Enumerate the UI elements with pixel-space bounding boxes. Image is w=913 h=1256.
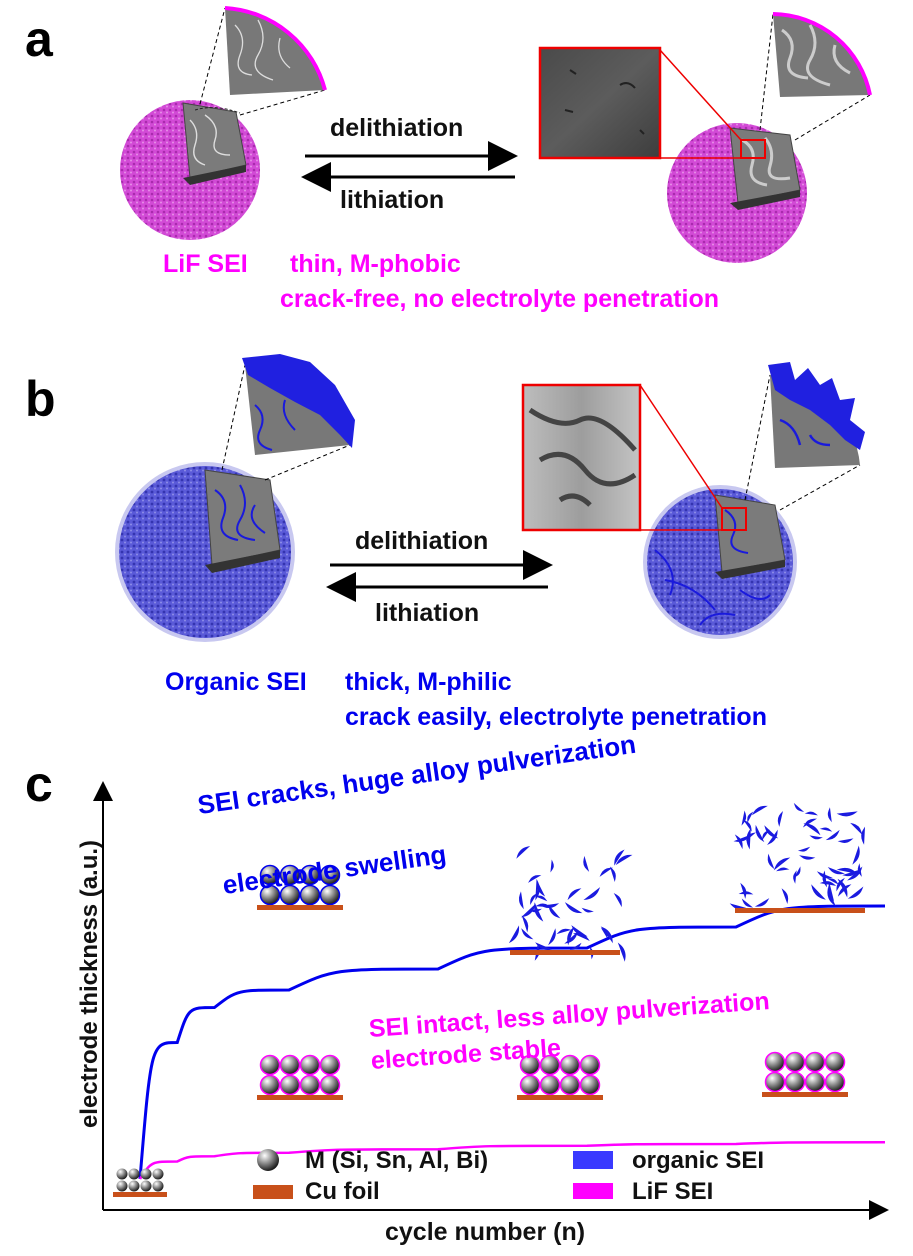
lif-desc-line2: crack-free, no electrolyte penetration xyxy=(280,285,720,313)
thickness-chart xyxy=(93,781,889,1220)
x-axis-label: cycle number (n) xyxy=(385,1218,586,1246)
lif-sei-label: LiF SEI xyxy=(163,250,248,278)
legend-m-particle-icon xyxy=(257,1149,279,1171)
panel-label-c: c xyxy=(25,756,53,812)
lif-particle-delithiated xyxy=(667,123,807,263)
legend-organic-sei-label: organic SEI xyxy=(632,1147,765,1174)
y-axis-label: electrode thickness (a.u.) xyxy=(76,839,103,1129)
sem-inset-a xyxy=(538,46,662,160)
panel-label-a: a xyxy=(25,11,53,67)
lif-zoom-wedge-left xyxy=(224,6,327,95)
lif-electrode-stack-1 xyxy=(257,1054,343,1100)
lif-particle-pristine xyxy=(120,100,260,240)
lithiation-label-a: lithiation xyxy=(340,186,445,214)
panel-a-diagram xyxy=(120,6,872,263)
delithiation-label-a: delithiation xyxy=(330,114,464,142)
lif-electrode-stack-3 xyxy=(762,1051,848,1097)
organic-electrode-stack-3 xyxy=(729,802,866,913)
organic-particle-delithiated xyxy=(643,485,797,639)
organic-particle-pristine xyxy=(115,462,295,642)
sem-inset-b xyxy=(521,383,642,532)
organic-electrode-stack-1 xyxy=(257,864,343,910)
legend-organic-sei-swatch xyxy=(573,1151,613,1169)
legend-lif-sei-swatch xyxy=(573,1183,613,1199)
organic-electrode-stack-2 xyxy=(508,845,633,962)
panel-b-diagram xyxy=(115,354,865,642)
legend-cu-foil-swatch xyxy=(253,1185,293,1199)
organic-desc-line1: thick, M-philic xyxy=(345,668,512,696)
organic-desc-line2: crack easily, electrolyte penetration xyxy=(345,703,767,731)
legend-lif-sei-label: LiF SEI xyxy=(632,1178,714,1205)
panel-label-b: b xyxy=(25,371,56,427)
organic-zoom-wedge-right xyxy=(768,362,865,468)
organic-zoom-wedge-left xyxy=(242,354,355,455)
lif-electrode-stack-2 xyxy=(517,1054,603,1100)
legend-m-particles-label: M (Si, Sn, Al, Bi) xyxy=(305,1147,489,1174)
legend-cu-foil-label: Cu foil xyxy=(305,1178,380,1205)
lif-zoom-wedge-right xyxy=(772,12,872,97)
lithiation-label-b: lithiation xyxy=(375,599,480,627)
delithiation-label-b: delithiation xyxy=(355,527,489,555)
series-line-lif-sei xyxy=(138,1141,886,1180)
series-line-organic-sei xyxy=(138,904,886,1180)
lif-desc-line1: thin, M-phobic xyxy=(290,250,461,278)
initial-electrode-stack xyxy=(113,1168,167,1197)
organic-sei-label: Organic SEI xyxy=(165,668,307,696)
